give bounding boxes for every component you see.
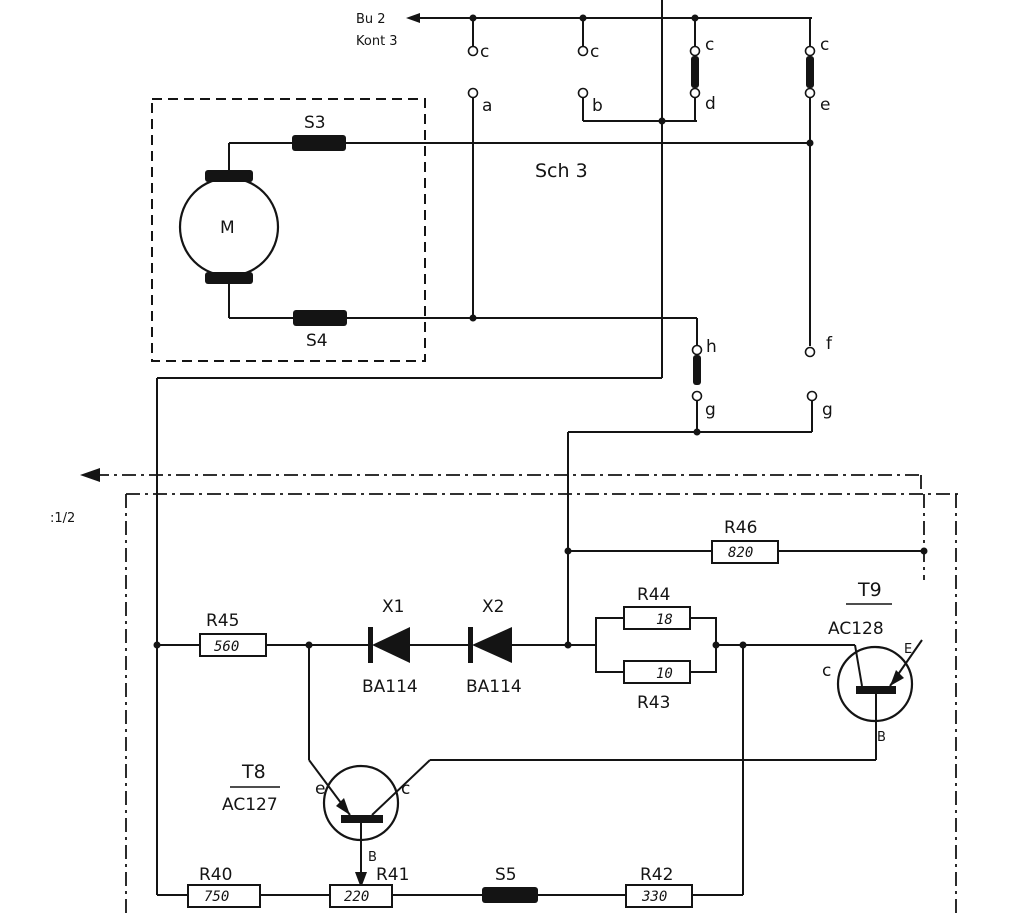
contact-a: a (482, 96, 492, 116)
t8-pin-b: B (368, 850, 377, 865)
label-bu2: Bu 2 (356, 12, 386, 27)
main-path (153, 606, 855, 895)
x1-label: X1 (382, 597, 404, 617)
contact-c4: c (820, 35, 829, 55)
r45-value: 560 (214, 639, 239, 655)
t9-label: T9 (857, 579, 882, 601)
r41-value: 220 (344, 889, 369, 905)
r45-label: R45 (206, 611, 239, 631)
label-offpage: :1/2 (50, 511, 75, 526)
label-s4: S4 (306, 331, 328, 351)
r42-value: 330 (641, 889, 667, 905)
t8-type: AC127 (222, 795, 278, 815)
bottom-rail (157, 884, 743, 908)
x2-type: BA114 (466, 677, 522, 697)
contact-c3: c (705, 35, 714, 55)
r46-value: 820 (728, 545, 753, 561)
label-motor: M (220, 218, 235, 238)
label-s5: S5 (495, 865, 517, 885)
t8-label: T8 (241, 761, 266, 783)
contact-c2: c (590, 42, 599, 62)
r46-label: R46 (724, 518, 757, 538)
label-s3: S3 (304, 113, 326, 133)
contact-g1: g (705, 400, 716, 420)
r44-value: 18 (656, 612, 673, 628)
contact-d: d (705, 94, 716, 114)
r40-label: R40 (199, 865, 232, 885)
r40-value: 750 (204, 889, 229, 905)
r42-label: R42 (640, 865, 673, 885)
switch-sch3 (156, 0, 818, 895)
t9-type: AC128 (828, 619, 884, 639)
electronics-frame (80, 468, 960, 917)
r41-label: R41 (376, 865, 409, 885)
contact-h: h (706, 337, 717, 357)
contact-b: b (592, 96, 603, 116)
t9-pin-e: E (904, 642, 912, 657)
t8-pin-c: c (401, 779, 410, 799)
r43-value: 10 (656, 666, 673, 682)
label-sch3: Sch 3 (535, 160, 588, 182)
r43-label: R43 (637, 693, 670, 713)
transistor-t8 (308, 645, 431, 888)
label-kont3: Kont 3 (356, 34, 398, 49)
contact-c1: c (480, 42, 489, 62)
contact-e: e (820, 95, 830, 115)
x1-type: BA114 (362, 677, 418, 697)
r44-label: R44 (637, 585, 670, 605)
t9-pin-c: c (822, 661, 831, 681)
contact-g2: g (822, 400, 833, 420)
contact-f: f (826, 334, 833, 354)
transistor-t9 (430, 639, 923, 761)
t9-pin-b: B (877, 730, 886, 745)
motor-block (151, 98, 812, 362)
t8-pin-e: e (315, 779, 325, 799)
x2-label: X2 (482, 597, 504, 617)
resistor-r46 (568, 540, 928, 564)
